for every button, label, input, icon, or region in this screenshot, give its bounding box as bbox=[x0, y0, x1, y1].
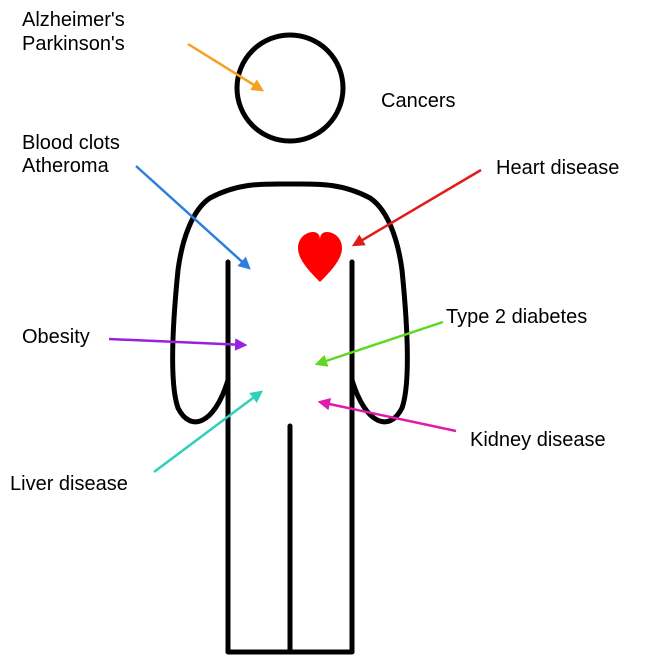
label-blood-clots: Blood clots bbox=[22, 132, 120, 154]
label-atheroma: Atheroma bbox=[22, 155, 110, 177]
label-type2-diabetes: Type 2 diabetes bbox=[446, 306, 587, 328]
left-arm-outline bbox=[173, 184, 408, 422]
label-parkinsons: Parkinson's bbox=[22, 33, 125, 55]
label-alzheimers: Alzheimer's bbox=[22, 9, 125, 31]
diabetes-arrow bbox=[317, 322, 443, 364]
head-outline bbox=[237, 35, 343, 141]
liver-arrow bbox=[154, 392, 261, 472]
label-obesity: Obesity bbox=[22, 326, 90, 348]
obesity-arrow bbox=[109, 339, 245, 345]
label-heart-disease: Heart disease bbox=[496, 157, 619, 179]
heart-icon bbox=[298, 232, 342, 282]
label-cancers: Cancers bbox=[381, 90, 455, 112]
heart-arrow bbox=[354, 170, 481, 245]
kidney-arrow bbox=[320, 402, 456, 431]
label-liver-disease: Liver disease bbox=[10, 473, 128, 495]
blood-arrow bbox=[136, 166, 249, 268]
label-kidney-disease: Kidney disease bbox=[470, 429, 606, 451]
